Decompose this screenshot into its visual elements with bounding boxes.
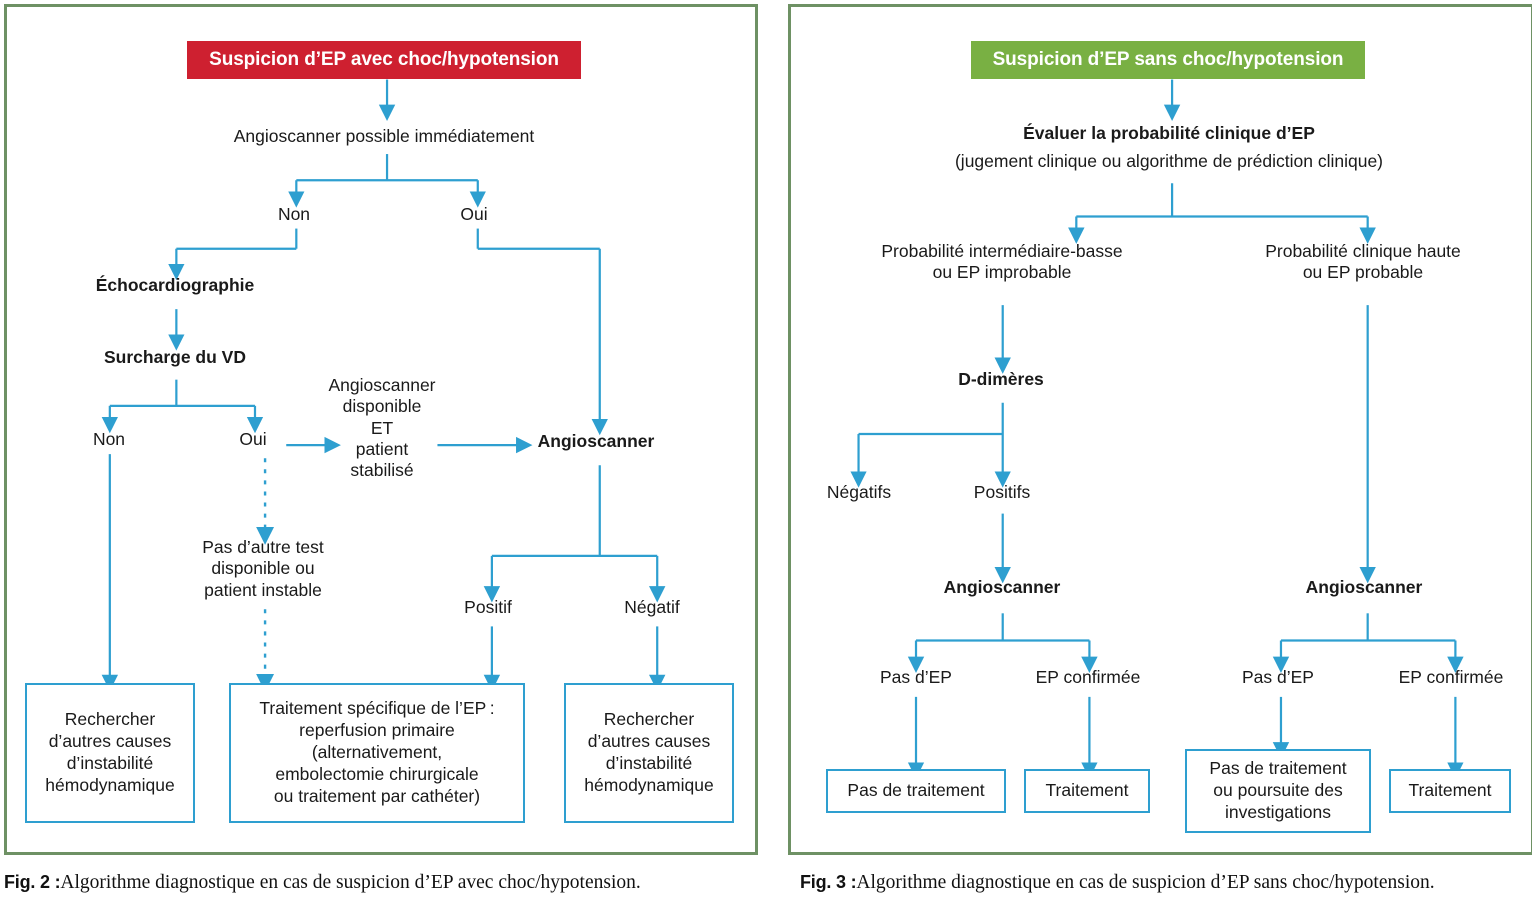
figure-2-canvas: Suspicion d’EP avec choc/hypotension Ang… — [7, 7, 755, 852]
figure-2-caption-number: Fig. 2 : — [4, 872, 61, 892]
box-pas-de-traitement: Pas de traitement — [826, 769, 1006, 813]
node-probabilite-basse: Probabilité intermédiaire-basse ou EP im… — [881, 241, 1123, 283]
node-pas-autre-test: Pas d’autre test disponible ou patient i… — [202, 537, 324, 600]
node-negatifs: Négatifs — [826, 482, 892, 502]
figure-3-caption-text: Algorithme diagnostique en cas de suspic… — [856, 872, 1435, 893]
node-evaluer-probabilite: Évaluer la probabilité clinique d’EP — [1023, 123, 1315, 143]
figure-3-header: Suspicion d’EP sans choc/hypotension — [971, 41, 1365, 79]
figure-2-caption: Fig. 2 :Algorithme diagnostique en cas d… — [4, 872, 641, 894]
node-evaluer-parenthese: (jugement clinique ou algorithme de préd… — [954, 151, 1384, 171]
node-ep-confirmee-droite: EP confirmée — [1398, 667, 1504, 687]
figure-3-caption: Fig. 3 :Algorithme diagnostique en cas d… — [800, 872, 1435, 894]
node-angioscanner-droite: Angioscanner — [1305, 577, 1423, 597]
figure-2-header: Suspicion d’EP avec choc/hypotension — [187, 41, 581, 79]
node-angioscanner: Angioscanner — [537, 431, 655, 451]
node-positif: Positif — [464, 597, 512, 617]
node-negatif: Négatif — [624, 597, 680, 617]
node-surcharge-vd: Surcharge du VD — [104, 347, 246, 367]
node-echocardiographie: Échocardiographie — [95, 275, 255, 295]
node-angioscanner-gauche: Angioscanner — [943, 577, 1061, 597]
node-non-vd: Non — [92, 429, 126, 449]
box-pas-traitement-poursuite: Pas de traitement ou poursuite des inves… — [1185, 749, 1371, 833]
node-oui-vd: Oui — [239, 429, 267, 449]
node-non-top: Non — [277, 204, 311, 224]
figure-3-panel: Suspicion d’EP sans choc/hypotension Éva… — [788, 4, 1532, 855]
node-ep-confirmee-gauche: EP confirmée — [1035, 667, 1141, 687]
figure-3-caption-number: Fig. 3 : — [800, 872, 857, 892]
figure-2-panel: Suspicion d’EP avec choc/hypotension Ang… — [4, 4, 758, 855]
box-rechercher-droite: Rechercher d’autres causes d’instabilité… — [564, 683, 734, 823]
node-angioscanner-possible: Angioscanner possible immédiatement — [233, 126, 535, 146]
box-rechercher-gauche: Rechercher d’autres causes d’instabilité… — [25, 683, 195, 823]
box-traitement-gauche: Traitement — [1024, 769, 1150, 813]
box-traitement-droite: Traitement — [1389, 769, 1511, 813]
node-oui-top: Oui — [460, 204, 488, 224]
node-positifs: Positifs — [973, 482, 1031, 502]
node-angioscanner-disponible: Angioscanner disponible ET patient stabi… — [328, 375, 436, 481]
node-d-dimeres: D-dimères — [958, 369, 1044, 389]
figure-3-canvas: Suspicion d’EP sans choc/hypotension Éva… — [791, 7, 1531, 852]
box-traitement-specifique: Traitement spécifique de l’EP : reperfus… — [229, 683, 525, 823]
figure-2-caption-text: Algorithme diagnostique en cas de suspic… — [60, 872, 641, 893]
node-probabilite-haute: Probabilité clinique haute ou EP probabl… — [1265, 241, 1461, 283]
node-pas-ep-gauche: Pas d’EP — [880, 667, 952, 687]
node-pas-ep-droite: Pas d’EP — [1242, 667, 1314, 687]
